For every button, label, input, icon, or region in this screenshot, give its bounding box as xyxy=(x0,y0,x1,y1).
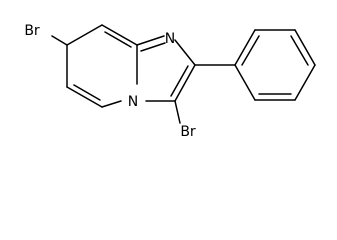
bond-c8a-n1 xyxy=(136,35,165,46)
bond-ph-6-1 xyxy=(234,64,256,101)
bond-c5-c6-double xyxy=(73,84,101,101)
bond-c2-c3 xyxy=(174,64,196,102)
atom-label-br-pyridine: Br xyxy=(24,23,40,39)
bond-n1-c2 xyxy=(174,39,196,66)
bond-c8a-n1-double xyxy=(140,42,166,52)
bond-c7-c8 xyxy=(66,24,103,46)
bond-c8-c8a xyxy=(101,24,138,46)
bond-ph-3-4-double xyxy=(290,35,309,66)
bond-ph-1-2 xyxy=(234,29,256,66)
atom-label-n-imidazole: N xyxy=(165,31,175,47)
bond-c3-br xyxy=(174,100,181,124)
bond-c2-c3-double xyxy=(170,65,189,97)
chemical-structure: N N Br Br xyxy=(24,23,316,140)
bond-c7-br xyxy=(51,35,68,46)
bond-ph-4-5 xyxy=(294,64,316,101)
bond-lines xyxy=(51,24,316,124)
bond-c5-c6 xyxy=(66,86,103,108)
bond-ph-3-4 xyxy=(294,29,316,66)
bond-n4-c5 xyxy=(101,100,122,108)
atom-labels: N N Br Br xyxy=(24,23,196,140)
atom-label-n-bridgehead: N xyxy=(128,94,138,110)
bond-ph-1-2-double xyxy=(241,35,260,66)
bond-c8-c8a-double xyxy=(104,31,132,48)
atom-label-br-imidazole: Br xyxy=(180,124,196,140)
